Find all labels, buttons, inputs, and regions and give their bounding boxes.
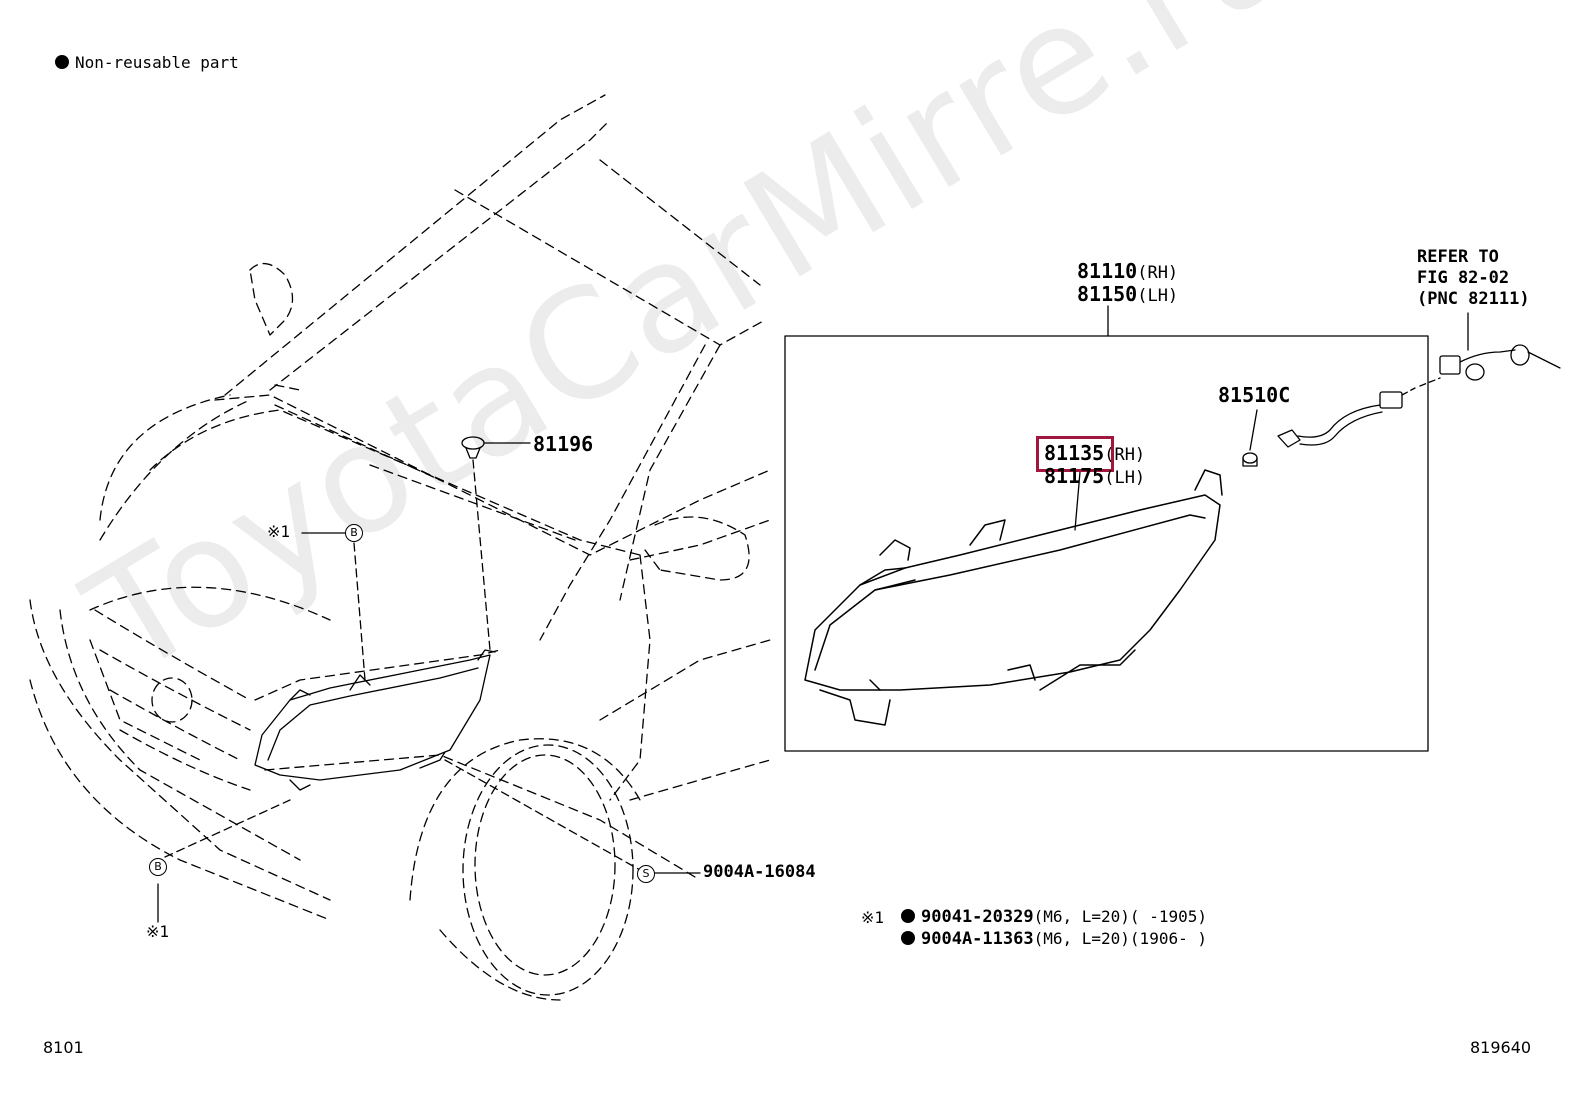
bolt-row-2-spec: (M6, L=20)(1906- ) (1033, 929, 1207, 948)
part-81175-row: 81175(LH) (1044, 466, 1145, 487)
non-reusable-dot-icon (901, 909, 915, 923)
legend: Non-reusable part (55, 55, 239, 71)
refer-line-2: FIG 82-02 (1417, 268, 1510, 288)
note-mark-top: ※1 (267, 522, 291, 541)
part-81175-label: 81175 (1044, 464, 1105, 488)
non-reusable-dot-icon (901, 931, 915, 945)
part-81135-highlight (1036, 436, 1114, 472)
part-81150-side: (LH) (1137, 286, 1179, 306)
part-81110-side: (RH) (1137, 263, 1179, 283)
bolt-note-mark: ※1 (861, 908, 885, 927)
bolt-row-2-pn: 9004A-11363 (921, 929, 1034, 949)
part-81110-row: 81110(RH) (1077, 261, 1178, 282)
bolt-note-row-1: 90041-20329(M6, L=20)( -1905) (901, 909, 1207, 926)
socket-wire-drawing (1277, 312, 1561, 448)
non-reusable-dot-icon (55, 55, 69, 69)
part-81135-label: 81135 (1044, 441, 1105, 465)
detail-box (784, 335, 1429, 752)
bolt-note-row-2: 9004A-11363(M6, L=20)(1906- ) (901, 931, 1207, 948)
callout-b-bottom: B (149, 858, 167, 876)
part-81150-label: 81150 (1077, 282, 1138, 306)
note-mark-bottom: ※1 (146, 922, 170, 941)
car-headlight-drawing (254, 649, 496, 791)
detail-headlight-drawing (804, 469, 1223, 726)
part-81135-side: (RH) (1104, 445, 1146, 465)
part-9004A-16084-label: 9004A-16084 (703, 862, 816, 882)
part-81135-row: 81135(RH) (1044, 443, 1145, 464)
legend-text: Non-reusable part (75, 53, 239, 72)
footer-left: 8101 (43, 1038, 84, 1057)
part-81150-row: 81150(LH) (1077, 284, 1178, 305)
part-81196-label: 81196 (533, 432, 594, 456)
part-81110-label: 81110 (1077, 259, 1138, 283)
footer-right: 819640 (1470, 1038, 1532, 1057)
refer-line-3: (PNC 82111) (1417, 289, 1530, 309)
part-81175-side: (LH) (1104, 468, 1146, 488)
bolt-row-1-pn: 90041-20329 (921, 907, 1034, 927)
callout-b-top: B (345, 524, 363, 542)
refer-line-1: REFER TO (1417, 247, 1499, 267)
bolt-row-1-spec: (M6, L=20)( -1905) (1033, 907, 1207, 926)
vehicle-outline (29, 94, 771, 1001)
callout-s: S (637, 865, 655, 883)
part-81510C-label: 81510C (1218, 383, 1291, 407)
